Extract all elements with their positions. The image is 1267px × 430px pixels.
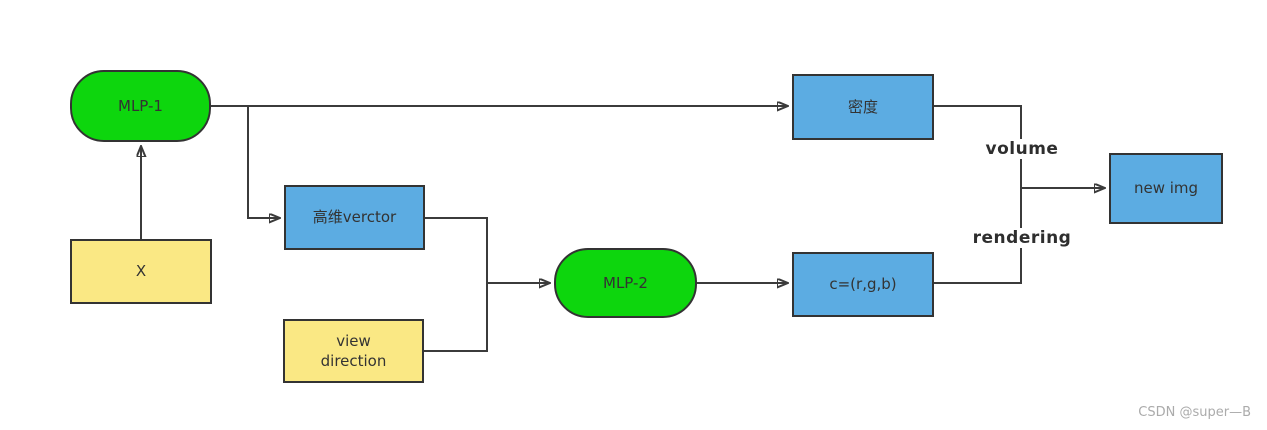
node-hd-vector: 高维verctor [284,185,425,250]
edge-output-bracket [934,105,1022,284]
node-mlp2: MLP-2 [554,248,697,318]
node-density-label: 密度 [847,97,878,116]
node-hd-vector-label: 高维verctor [312,208,397,227]
node-x-input: X [70,239,212,304]
csdn-watermark: CSDN @super—B [1138,405,1251,420]
node-mlp1: MLP-1 [70,70,211,142]
node-new-img-label: new img [1133,179,1199,198]
node-mlp2-label: MLP-2 [603,273,648,292]
node-view-direction-label: view direction [320,331,387,370]
edge-merge-bracket [424,217,488,352]
edge-mlp1-branch-to-hdvector [247,106,279,218]
node-mlp1-label: MLP-1 [118,96,163,115]
node-new-img: new img [1109,153,1223,224]
label-volume: volume [980,139,1064,159]
label-rendering: rendering [967,228,1077,248]
node-c-rgb-label: c=(r,g,b) [829,275,897,294]
node-view-direction: view direction [283,319,424,383]
node-x-input-label: X [135,262,147,281]
node-c-rgb: c=(r,g,b) [792,252,934,317]
node-density: 密度 [792,74,934,140]
